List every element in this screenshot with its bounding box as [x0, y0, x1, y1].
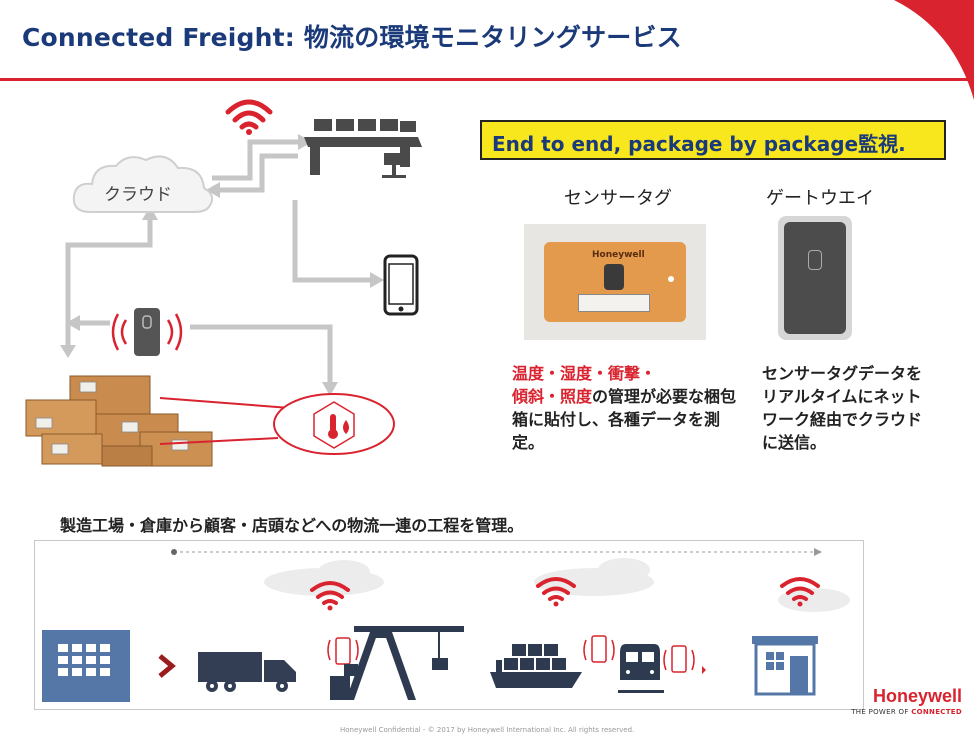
sensor-callout: [159, 393, 395, 455]
sensor-led-icon: [668, 276, 674, 282]
copyright-footer: Honeywell Confidential - © 2017 by Honey…: [340, 726, 635, 734]
sensor-tag-description: 温度・湿度・衝撃・ 傾斜・照度の管理が必要な梱包箱に貼付し、各種データを測定。: [512, 362, 737, 454]
wifi-signal-icon: [225, 99, 273, 135]
sensor-tag-heading: センサータグ: [564, 188, 672, 209]
cloud-label: クラウド: [104, 185, 172, 205]
process-caption: 製造工場・倉庫から顧客・店頭などへの物流一連の工程を管理。: [60, 516, 524, 535]
smartphone-icon: [383, 254, 419, 316]
control-room-icon: [304, 119, 422, 178]
brand-tagline: THE POWER OF CONNECTED: [851, 708, 962, 716]
flow-arrows: [60, 134, 384, 396]
gateway-heading: ゲートウエイ: [766, 188, 874, 209]
tagline-bold: CONNECTED: [911, 708, 962, 716]
sensor-measure-list-2: 傾斜・照度: [512, 387, 593, 406]
corner-swoosh: [894, 0, 974, 100]
page-title: Connected Freight: 物流の環境モニタリングサービス: [22, 23, 682, 52]
sensor-tag-device: Honeywell: [544, 242, 686, 322]
gateway-body: [784, 222, 846, 334]
banner-text: End to end, package by package監視.: [492, 132, 906, 156]
cloud-icon: [72, 155, 214, 213]
cardboard-boxes-icon: [25, 375, 213, 467]
honeywell-logo: Honeywell: [872, 686, 962, 706]
gateway-description: センサータグデータをリアルタイムにネットワーク経由でクラウドに送信。: [762, 364, 923, 452]
tagline-prefix: THE POWER OF: [851, 708, 912, 716]
sensor-measure-list-1: 温度・湿度・衝撃・: [512, 364, 657, 383]
monitoring-banner: End to end, package by package監視.: [480, 120, 946, 160]
sensor-window-icon: [604, 264, 624, 290]
logistics-process-panel: [34, 540, 864, 710]
sensor-tag-photo: Honeywell: [524, 224, 706, 340]
gateway-button-icon: [808, 250, 822, 270]
gateway-device-icon: [111, 308, 183, 356]
sensor-desc-rest: の管理が必要な梱包箱に貼付し、各種データを測定。: [512, 387, 737, 452]
gateway-photo: [778, 216, 852, 340]
logistics-process-illustration: [42, 548, 850, 702]
sensor-label-sticker: [578, 294, 650, 312]
sensor-tag-brand: Honeywell: [592, 250, 645, 260]
header-divider: [0, 78, 974, 81]
